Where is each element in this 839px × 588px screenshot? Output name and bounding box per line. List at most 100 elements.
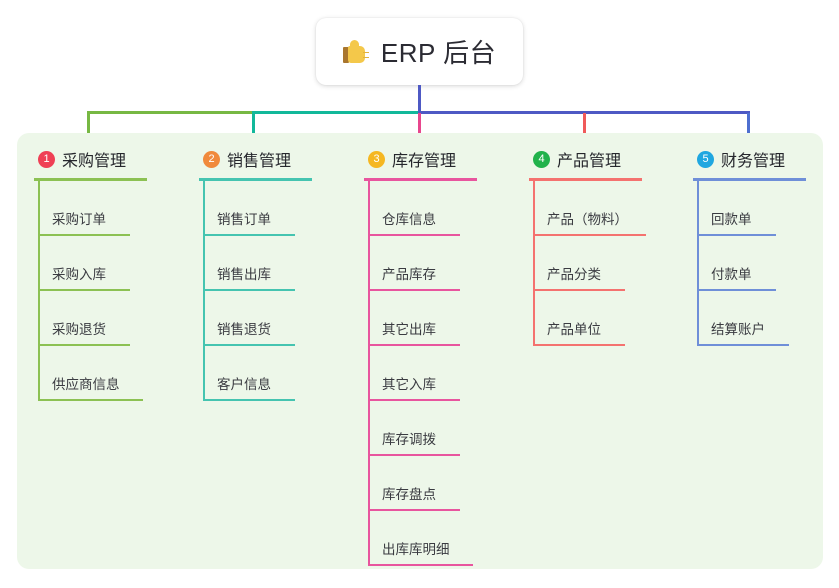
column-number-badge: 5 <box>697 150 714 168</box>
connector-bar-teal <box>252 111 420 114</box>
menu-item-rule <box>38 289 130 291</box>
menu-item-rule <box>203 344 295 346</box>
menu-item-label: 其它出库 <box>382 322 436 337</box>
menu-item-rule <box>38 399 143 401</box>
menu-item-label: 库存盘点 <box>382 487 436 502</box>
column-title: 产品管理 <box>557 153 622 170</box>
menu-item-label: 产品单位 <box>547 322 601 337</box>
menu-item-label: 产品分类 <box>547 267 601 282</box>
menu-item-rule <box>368 344 460 346</box>
menu-item-label: 其它入库 <box>382 377 436 392</box>
column-title: 财务管理 <box>721 153 786 170</box>
column-item-list: 回款单付款单结算账户 <box>693 181 839 346</box>
connector-stub-3 <box>418 113 421 143</box>
menu-item[interactable]: 结算账户 <box>693 291 839 346</box>
connector-stub-5 <box>747 113 750 143</box>
menu-item[interactable]: 付款单 <box>693 236 839 291</box>
menu-item[interactable]: 销售出库 <box>199 236 364 291</box>
menu-item-rule <box>368 289 460 291</box>
menu-item-label: 采购入库 <box>52 267 106 282</box>
connector-bar-green <box>87 111 254 114</box>
menu-item-label: 仓库信息 <box>382 212 436 227</box>
menu-item[interactable]: 销售订单 <box>199 181 364 236</box>
connector-root-vertical <box>418 85 421 112</box>
menu-item-rule <box>697 289 776 291</box>
menu-item-label: 产品库存 <box>382 267 436 282</box>
menu-item[interactable]: 供应商信息 <box>34 346 199 401</box>
menu-item-rule <box>533 234 646 236</box>
column-header[interactable]: 3 库存管理 <box>364 147 529 171</box>
column-title: 库存管理 <box>392 153 457 170</box>
branch-column-5: 5 财务管理回款单付款单结算账户 <box>693 147 839 346</box>
column-number-badge: 3 <box>368 150 385 168</box>
menu-item-label: 出库库明细 <box>382 542 450 557</box>
menu-item-label: 客户信息 <box>217 377 271 392</box>
column-number-badge: 4 <box>533 150 550 168</box>
column-header-rule <box>529 178 642 181</box>
column-header-rule <box>199 178 312 181</box>
menu-item-label: 采购退货 <box>52 322 106 337</box>
menu-item[interactable]: 其它出库 <box>364 291 529 346</box>
menu-item[interactable]: 库存盘点 <box>364 456 529 511</box>
menu-item-rule <box>697 234 776 236</box>
menu-item[interactable]: 仓库信息 <box>364 181 529 236</box>
branch-column-4: 4 产品管理产品（物料） 产品分类产品单位 <box>529 147 694 346</box>
menu-item-label: 采购订单 <box>52 212 106 227</box>
menu-item[interactable]: 产品（物料） <box>529 181 694 236</box>
menu-item-rule <box>203 399 295 401</box>
column-spine <box>38 181 40 401</box>
menu-item-label: 结算账户 <box>711 322 765 337</box>
connector-stub-4 <box>583 113 586 143</box>
menu-item[interactable]: 其它入库 <box>364 346 529 401</box>
column-item-list: 产品（物料） 产品分类产品单位 <box>529 181 694 346</box>
thumbs-up-icon <box>342 39 370 66</box>
menu-item-label: 销售退货 <box>217 322 271 337</box>
root-title: ERP 后台 <box>380 38 497 68</box>
root-node[interactable]: ERP 后台 <box>316 18 523 85</box>
menu-item-label: 付款单 <box>711 267 752 282</box>
menu-item-rule <box>38 234 130 236</box>
menu-item-rule <box>368 509 460 511</box>
column-number-badge: 2 <box>203 150 220 168</box>
column-item-list: 仓库信息产品库存其它出库其它入库库存调拨库存盘点出库库明细 <box>364 181 529 566</box>
column-item-list: 采购订单采购入库采购退货供应商信息 <box>34 181 199 401</box>
connector-bar-blue <box>418 111 750 114</box>
column-spine <box>203 181 205 401</box>
menu-item-label: 供应商信息 <box>52 377 120 392</box>
branch-column-3: 3 库存管理仓库信息产品库存其它出库其它入库库存调拨库存盘点出库库明细 <box>364 147 529 566</box>
column-spine <box>697 181 699 346</box>
menu-item[interactable]: 回款单 <box>693 181 839 236</box>
menu-item-rule <box>368 234 460 236</box>
menu-item[interactable]: 采购入库 <box>34 236 199 291</box>
menu-item[interactable]: 销售退货 <box>199 291 364 346</box>
menu-item-rule <box>368 454 460 456</box>
menu-item-label: 库存调拨 <box>382 432 436 447</box>
menu-item-rule <box>533 289 625 291</box>
menu-item-label: 回款单 <box>711 212 752 227</box>
column-item-list: 销售订单销售出库销售退货客户信息 <box>199 181 364 401</box>
branch-panel <box>17 133 823 569</box>
menu-item-rule <box>697 344 789 346</box>
menu-item[interactable]: 客户信息 <box>199 346 364 401</box>
menu-item[interactable]: 出库库明细 <box>364 511 529 566</box>
menu-item-rule <box>38 344 130 346</box>
menu-item[interactable]: 采购订单 <box>34 181 199 236</box>
menu-item[interactable]: 库存调拨 <box>364 401 529 456</box>
column-number-badge: 1 <box>38 150 55 168</box>
column-header[interactable]: 4 产品管理 <box>529 147 694 171</box>
menu-item[interactable]: 产品分类 <box>529 236 694 291</box>
menu-item-label: 销售订单 <box>217 212 271 227</box>
menu-item-label: 销售出库 <box>217 267 271 282</box>
menu-item-rule <box>368 564 473 566</box>
menu-item[interactable]: 采购退货 <box>34 291 199 346</box>
column-header-rule <box>693 178 806 181</box>
column-header[interactable]: 5 财务管理 <box>693 147 839 171</box>
menu-item[interactable]: 产品库存 <box>364 236 529 291</box>
column-header-rule <box>364 178 477 181</box>
menu-item[interactable]: 产品单位 <box>529 291 694 346</box>
